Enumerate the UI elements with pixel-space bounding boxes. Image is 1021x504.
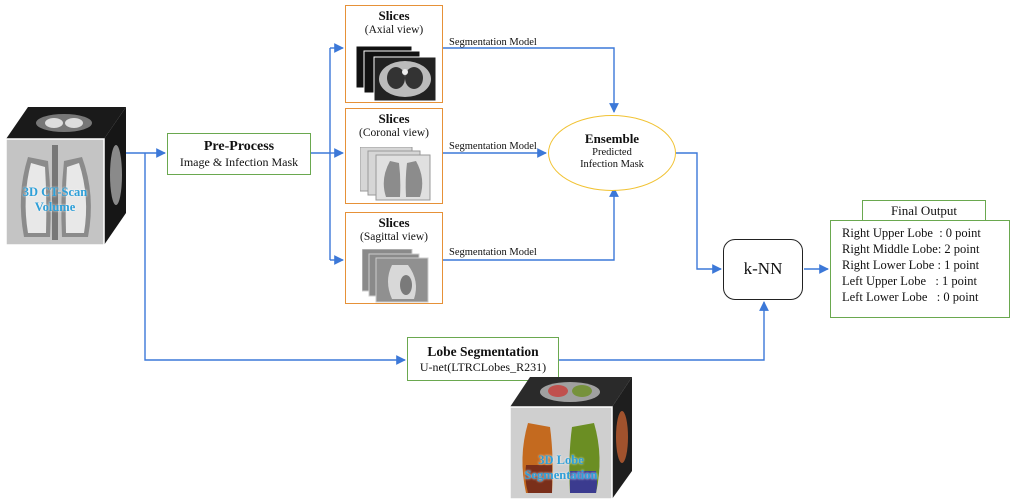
ensemble-title: Ensemble <box>584 131 640 146</box>
knn-node: k-NN <box>723 239 803 300</box>
axial-slice-stack <box>356 46 437 102</box>
slices-coronal-view: (Coronal view) <box>359 127 429 139</box>
preprocess-box: Pre-Process Image & Infection Mask <box>167 133 311 175</box>
slices-sagittal-box: Slices (Sagittal view) <box>345 212 443 304</box>
final-output-row: Right Lower Lobe : 1 point <box>842 258 980 272</box>
ensemble-line2: Infection Mask <box>580 159 644 170</box>
preprocess-title: Pre-Process <box>203 139 275 154</box>
slices-axial-view: (Axial view) <box>364 24 424 36</box>
edge-label-sagittal: Segmentation Model <box>449 247 537 258</box>
edge-label-coronal: Segmentation Model <box>449 141 537 152</box>
final-output-row: Left Lower Lobe : 0 point <box>842 290 979 304</box>
lobe-segmentation-box: Lobe Segmentation U-net(LTRCLobes_R231) <box>407 337 559 381</box>
lobe-cube-graphic <box>509 377 632 500</box>
slices-sagittal-title: Slices <box>378 215 410 230</box>
lobe-volume-label-line2: Segmentation <box>524 468 598 482</box>
slices-coronal-box: Slices (Coronal view) <box>345 108 443 204</box>
lobe-volume-cube: 3D Lobe Segmentation <box>509 375 632 500</box>
final-output-row: Right Middle Lobe: 2 point <box>842 242 980 256</box>
slices-coronal-title: Slices <box>378 111 410 126</box>
slices-sagittal-view: (Sagittal view) <box>359 231 429 243</box>
final-output-title: Final Output <box>890 203 958 218</box>
ct-volume-label-line2: Volume <box>34 200 76 214</box>
ct-volume-label-line1: 3D CT-Scan <box>22 185 88 199</box>
sagittal-slice-stack <box>362 249 429 303</box>
final-output-header: Final Output <box>862 200 986 222</box>
final-output-row: Right Upper Lobe : 0 point <box>842 226 981 240</box>
knn-label: k-NN <box>743 259 783 278</box>
coronal-slice-stack <box>360 147 431 201</box>
preprocess-subtitle: Image & Infection Mask <box>179 155 299 169</box>
ct-cube-graphic <box>5 107 126 246</box>
lobe-volume-label-line1: 3D Lobe <box>538 453 584 467</box>
final-output-box: Right Upper Lobe : 0 point Right Middle … <box>830 220 1010 318</box>
edge-label-axial: Segmentation Model <box>449 37 537 48</box>
final-output-row: Left Upper Lobe : 1 point <box>842 274 978 288</box>
lobe-seg-title: Lobe Segmentation <box>427 344 539 359</box>
slices-axial-title: Slices <box>378 8 410 23</box>
ct-volume-cube: 3D CT-Scan Volume <box>5 105 126 246</box>
ensemble-line1: Predicted <box>592 147 632 158</box>
slices-axial-box: Slices (Axial view) <box>345 5 443 103</box>
ensemble-node: Ensemble Predicted Infection Mask <box>548 115 676 191</box>
lobe-seg-subtitle: U-net(LTRCLobes_R231) <box>419 360 547 374</box>
